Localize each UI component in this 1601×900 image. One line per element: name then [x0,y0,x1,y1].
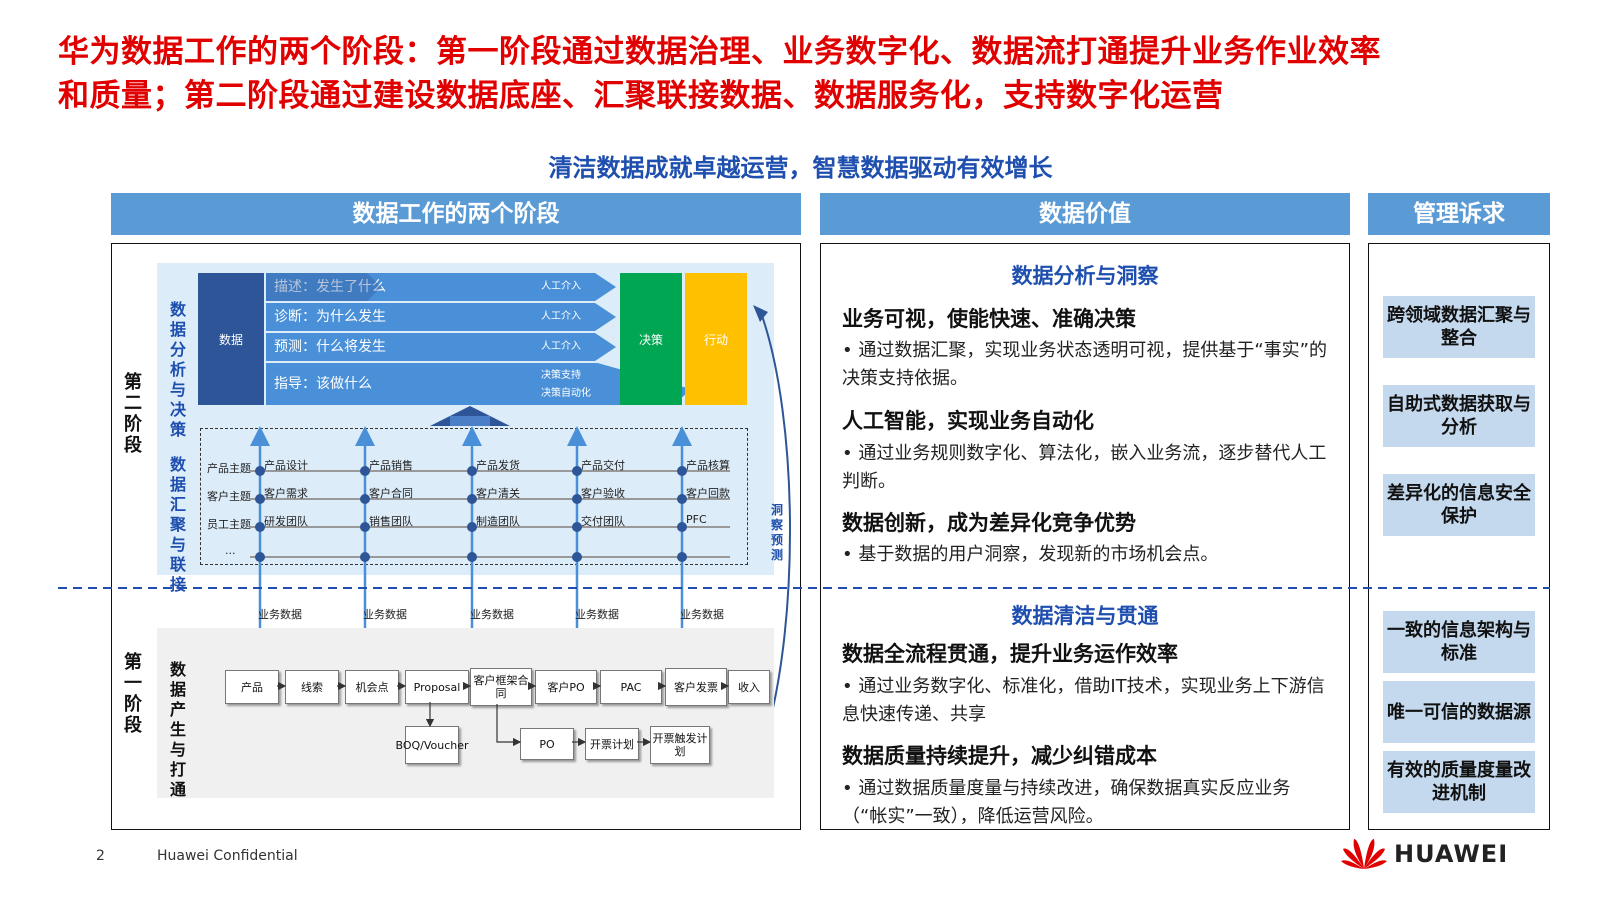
confidential-label: Huawei Confidential [157,848,298,864]
column-header-value: 数据价值 [820,193,1350,235]
value-h5: 数据质量持续提升，减少纠错成本 [842,744,1157,768]
action-block: 行动 [685,273,747,405]
value-h1: 业务可视，使能快速、准确决策 [842,307,1136,331]
mgmt-item-5: 唯一可信的数据源 [1383,681,1535,743]
value-b2: • 通过业务规则数字化、算法化，嵌入业务流，逐步替代人工判断。 [842,443,1327,492]
bar-predict: 预测：什么将发生 人工介入 [266,333,616,361]
grid-cell: 制造团队 [476,515,520,528]
flow-substep: 开票触发计划 [650,726,710,764]
flow-step: 客户框架合同 [470,668,532,706]
flow-step: PAC [600,670,662,704]
produce-label: 数据产生与打通 [169,660,186,799]
data-block: 数据 [198,273,264,405]
value-b5: • 通过数据质量度量与持续改进，确保数据真实反应业务（“帐实”一致），降低运营风… [842,778,1291,827]
page-number: 2 [96,848,105,864]
grid-cell: 交付团队 [581,515,625,528]
grid-cell: PFC [686,513,707,526]
theme-customer: 客户主题 [207,490,251,503]
value-panel [820,243,1350,830]
grid-cell: 产品销售 [369,459,413,472]
flow-step: 产品 [225,670,279,704]
stage2-label: 第二阶段 [124,372,142,456]
value-h4: 数据全流程贯通，提升业务运作效率 [842,642,1178,666]
aggregate-label: 数据汇聚与联接 [169,455,186,594]
flow-step: 机会点 [345,670,399,704]
grid-cell: 客户清关 [476,487,520,500]
theme-product: 产品主题 [207,462,251,475]
page-title: 华为数据工作的两个阶段：第一阶段通过数据治理、业务数字化、数据流打通提升业务作业… [58,34,1381,114]
column-header-stages: 数据工作的两个阶段 [111,193,801,235]
value-h2: 人工智能，实现业务自动化 [842,409,1094,433]
insight-label: 洞察预测 [770,503,783,562]
page-subtitle: 清洁数据成就卓越运营，智慧数据驱动有效增长 [548,154,1053,182]
grid-cell: 客户需求 [264,487,308,500]
column-header-mgmt: 管理诉求 [1368,193,1550,235]
theme-more: ... [225,544,236,557]
mgmt-item-2: 自助式数据获取与分析 [1383,385,1535,447]
flow-substep: PO [520,728,574,760]
huawei-brand: HUAWEI [1394,840,1509,868]
grid-cell: 产品核算 [686,459,730,472]
business-data-label: 业务数据 [470,608,514,621]
value-b1: • 通过数据汇聚，实现业务状态透明可视，提供基于“事实”的决策支持依据。 [842,340,1327,389]
grid-cell: 客户合同 [369,487,413,500]
grid-cell: 销售团队 [369,515,413,528]
flow-step: 线索 [285,670,339,704]
flow-step: 客户PO [535,670,597,704]
flow-step: 客户发票 [665,668,727,706]
value-sec2-title: 数据清洁与贯通 [1011,604,1159,628]
mgmt-item-4: 一致的信息架构与标准 [1383,611,1535,673]
flow-substep: BOQ/Voucher [395,726,469,764]
mgmt-item-1: 跨领域数据汇聚与整合 [1383,296,1535,358]
grid-cell: 客户回款 [686,487,730,500]
flow-step: 收入 [728,670,770,704]
bar-describe: 描述：发生了什么 人工介入 [266,273,616,301]
business-data-label: 业务数据 [258,608,302,621]
huawei-logo-icon [1341,839,1387,869]
grid-cell: 产品设计 [264,459,308,472]
business-data-label: 业务数据 [680,608,724,621]
theme-employee: 员工主题 [207,518,251,531]
mgmt-item-6: 有效的质量度量改进机制 [1383,751,1535,813]
business-data-label: 业务数据 [575,608,619,621]
value-sec1-title: 数据分析与洞察 [1011,264,1159,288]
stage1-label: 第一阶段 [124,652,142,736]
grid-cell: 产品发货 [476,459,520,472]
value-h3: 数据创新，成为差异化竞争优势 [842,511,1136,535]
grid-cell: 产品交付 [581,459,625,472]
bar-diagnose: 诊断：为什么发生 人工介入 [266,303,616,331]
stage1-area [157,628,774,798]
up-arrow-icon [430,406,510,426]
grid-cell: 客户验收 [581,487,625,500]
analysis-label: 数据分析与决策 [169,300,186,439]
business-data-label: 业务数据 [363,608,407,621]
decision-block: 决策 [620,273,682,405]
flow-substep: 开票计划 [585,728,639,760]
value-b4: • 通过业务数字化、标准化，借助IT技术，实现业务上下游信息快速传递、共享 [842,676,1325,725]
flow-step: Proposal [405,670,469,704]
value-b3: • 基于数据的用户洞察，发现新的市场机会点。 [842,544,1219,565]
mgmt-item-3: 差异化的信息安全保护 [1383,474,1535,536]
grid-cell: 研发团队 [264,515,308,528]
